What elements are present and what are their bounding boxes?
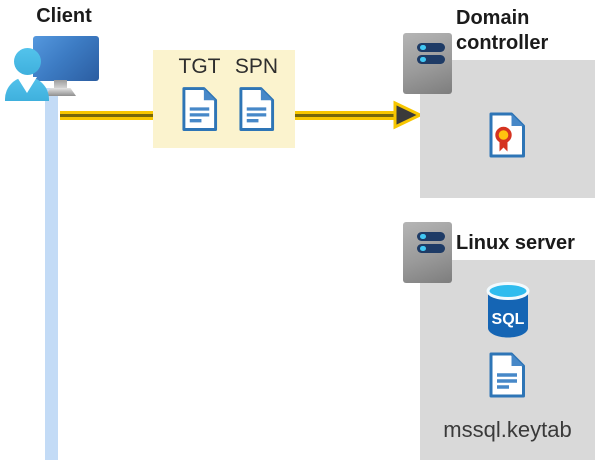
server-bay [417, 43, 445, 52]
server-led [420, 245, 426, 252]
domain-controller-title: Domain controller [456, 7, 549, 54]
client-title: Client [36, 5, 92, 27]
monitor-stand-base [45, 88, 76, 96]
tgt-document-icon [182, 87, 218, 131]
linux-server-title: Linux server [456, 232, 575, 254]
certificate-icon [489, 112, 525, 158]
server-led [420, 56, 426, 63]
tgt-label: TGT [178, 55, 221, 78]
spn-label: SPN [234, 55, 279, 78]
linux-server-server-icon [403, 222, 452, 283]
sql-database-icon: SQL [486, 282, 530, 338]
server-bay [417, 232, 445, 241]
server-led [420, 44, 426, 51]
server-bay [417, 55, 445, 64]
monitor-icon [33, 36, 99, 81]
server-led [420, 233, 426, 240]
arrow-head-icon [393, 100, 423, 130]
server-bay [417, 244, 445, 253]
spn-document-icon [239, 87, 275, 131]
connection-line [45, 88, 58, 460]
sql-label: SQL [492, 311, 525, 328]
domain-controller-server-icon [403, 33, 452, 94]
keytab-filename: mssql.keytab [443, 417, 572, 442]
monitor-stand [54, 80, 67, 89]
user-icon [14, 48, 41, 75]
keytab-document-icon [489, 352, 525, 398]
